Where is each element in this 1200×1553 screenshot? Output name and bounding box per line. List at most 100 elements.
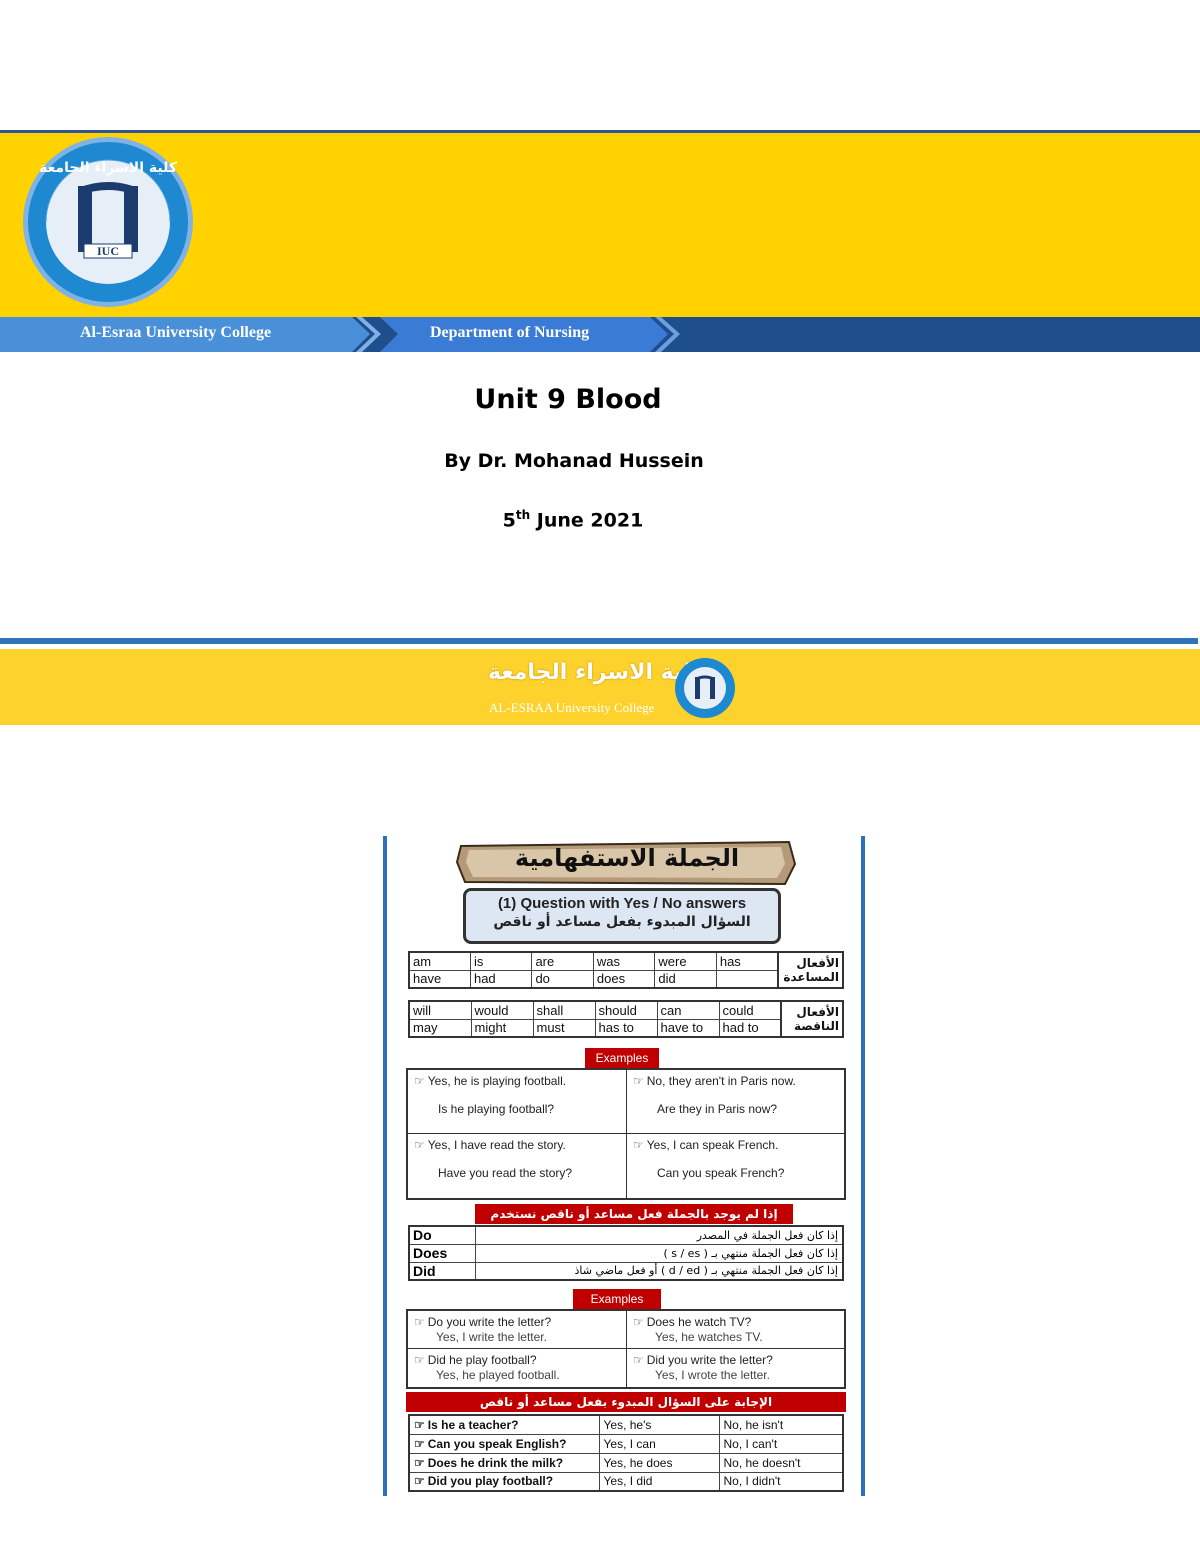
answer-question: ☞Did you play football? [408,1471,600,1492]
college-name-label: Al-Esraa University College [80,324,272,341]
example-answer-text: Yes, I have read the story. [427,1138,566,1152]
date-day: 5 [502,509,516,532]
pointing-hand-icon: ☞ [414,1315,425,1329]
no-auxiliary-label: إذا لم يوجد بالجملة فعل مساعد أو ناقص نس… [475,1204,793,1224]
table-cell: was [592,951,656,971]
college-logo-icon: IUC كلية الاسراء الجامعة [23,137,193,307]
table-cell: did [654,969,717,989]
examples-label: Examples [585,1048,659,1068]
example-cell: ☞Yes, I can speak French. Can you speak … [627,1134,844,1198]
example-cell: ☞No, they aren't in Paris now. Are they … [627,1070,844,1134]
table-cell: shall [532,1000,596,1020]
does-word: Does [408,1243,476,1263]
footer-divider-line [0,638,1198,644]
table-row: Do إذا كان فعل الجملة في المصدر [408,1225,844,1245]
does-rule: إذا كان فعل الجملة منتهي بـ ( s / es ) [474,1243,844,1263]
example-answer: ☞Yes, I can speak French. [633,1138,838,1152]
department-label: Department of Nursing [430,324,590,341]
example-cell: ☞Did you write the letter? Yes, I wrote … [627,1349,844,1387]
date-suffix: th [515,508,531,522]
question-type-arabic: السؤال المبدوء بفعل مساعد أو ناقص [493,914,751,930]
answer-no: No, he isn't [718,1414,844,1435]
table-row: will would shall should can could الأفعا… [408,1000,843,1037]
answer-question: ☞Can you speak English? [408,1433,600,1454]
answer-no: No, I can't [718,1433,844,1454]
example-question: Have you read the story? [438,1166,573,1180]
table-cell: am [408,951,471,971]
table-cell: might [470,1018,534,1038]
example-answer-text: Yes, he is playing football. [427,1074,567,1088]
example-cell: ☞Yes, he is playing football. Is he play… [408,1070,627,1134]
example-question-line: ☞Do you write the letter? [414,1315,620,1329]
answer-no: No, he doesn't [718,1452,844,1473]
answer-yes: Yes, I did [598,1471,720,1492]
document-title: Unit 9 Blood [474,384,662,415]
example-question-text: Does he watch TV? [646,1315,752,1329]
table-row: may might must has to have to had to [408,1018,843,1038]
document-date: 5th June 2021 [0,508,1173,531]
table-row: have had do does did [408,969,843,989]
table-cell: have to [656,1018,720,1038]
example-cell: ☞Yes, I have read the story. Have you re… [408,1134,627,1198]
example-cell: ☞Did he play football? Yes, he played fo… [408,1349,627,1387]
table-cell: must [532,1018,596,1038]
table-row: ☞Does he drink the milk? Yes, he does No… [408,1452,844,1473]
do-word: Do [408,1225,476,1245]
pointing-hand-icon: ☞ [414,1417,425,1432]
table-row: ☞Is he a teacher? Yes, he's No, he isn't [408,1414,844,1435]
table-cell [715,969,779,989]
question-type-box: (1) Question with Yes / No answers السؤا… [463,888,781,944]
examples-label-2: Examples [573,1289,661,1309]
wooden-sign-banner [455,840,797,886]
example-cell: ☞Does he watch TV? Yes, he watches TV. [627,1311,844,1349]
pointing-hand-icon: ☞ [414,1074,425,1088]
examples-grid-2: ☞Do you write the letter? Yes, I write t… [406,1309,846,1389]
table-cell: should [594,1000,658,1020]
pointing-hand-icon: ☞ [633,1138,644,1152]
pointing-hand-icon: ☞ [414,1353,425,1367]
example-answer: ☞Yes, I have read the story. [414,1138,620,1152]
header-banner: Al-Esraa University College Department o… [0,130,1200,352]
example-question-text: Did you write the letter? [646,1353,773,1367]
table-row: Does إذا كان فعل الجملة منتهي بـ ( s / e… [408,1243,844,1263]
answer-yes: Yes, I can [598,1433,720,1454]
example-answer-text: No, they aren't in Paris now. [646,1074,796,1088]
logo-ring-text: كلية الاسراء الجامعة [39,160,178,176]
table-cell: are [531,951,594,971]
table-cell: has to [594,1018,658,1038]
answer-yes: Yes, he does [598,1452,720,1473]
do-does-did-table: Do إذا كان فعل الجملة في المصدر Does إذا… [408,1225,844,1281]
footer-english-college-name: AL-ESRAA University College [489,700,655,715]
logo-text: IUC [97,244,119,258]
example-answer: Yes, I write the letter. [436,1330,547,1344]
answer-question-text: Did you play football? [427,1474,554,1489]
answer-question: ☞Is he a teacher? [408,1414,600,1435]
pointing-hand-icon: ☞ [633,1315,644,1329]
footer-logo-icon [675,658,735,718]
example-cell: ☞Do you write the letter? Yes, I write t… [408,1311,627,1349]
question-type-english: (1) Question with Yes / No answers [497,895,747,912]
did-rule: إذا كان فعل الجملة منتهي بـ ( d / ed ) أ… [474,1261,844,1281]
footer-arabic-college-name: كلية الاسراء الجامعة [488,660,705,685]
header-bar-shapes [0,317,1200,352]
example-answer: ☞Yes, he is playing football. [414,1074,620,1088]
answer-question-text: Does he drink the milk? [427,1455,564,1470]
pointing-hand-icon: ☞ [633,1353,644,1367]
example-question-line: ☞Does he watch TV? [633,1315,838,1329]
example-question: Are they in Paris now? [657,1102,778,1116]
answer-yes: Yes, he's [598,1414,720,1435]
pointing-hand-icon: ☞ [414,1455,425,1470]
table-cell: will [408,1000,472,1020]
pointing-hand-icon: ☞ [414,1138,425,1152]
header-yellow-band [0,133,1200,317]
worksheet-banner-title: الجملة الاستفهامية [514,844,740,872]
example-answer: Yes, he watches TV. [655,1330,763,1344]
example-answer: Yes, he played football. [436,1368,560,1382]
answer-question-text: Is he a teacher? [427,1417,519,1432]
modal-verbs-label: الأفعال الناقصة [780,1001,843,1037]
table-cell: may [408,1018,472,1038]
grammar-worksheet-image: الجملة الاستفهامية (1) Question with Yes… [383,836,865,1496]
example-question-line: ☞Did he play football? [414,1353,620,1367]
example-question-text: Did he play football? [427,1353,537,1367]
date-rest: June 2021 [530,509,644,532]
